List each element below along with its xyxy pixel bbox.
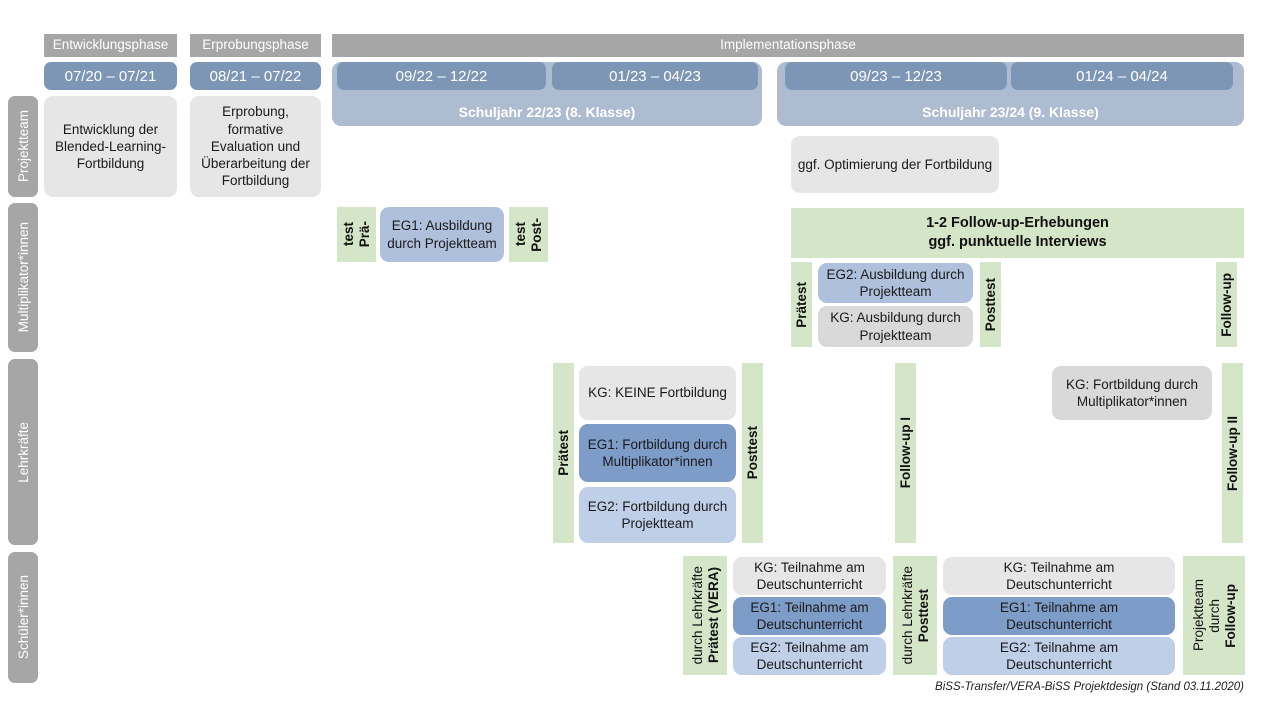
lane-label-lehrkraefte-text: Lehrkräfte xyxy=(15,421,31,483)
lane-label-schuelerinnen: Schüler*innen xyxy=(8,552,38,683)
lehrkraefte-eg1-box: EG1: Fortbildung durch Multiplikator*inn… xyxy=(579,424,736,482)
multiplikatoren-posttest-line2: test xyxy=(513,222,528,247)
schueler-eg2-box-1: EG2: Teilnahme am Deutschunterricht xyxy=(733,637,886,675)
period-07-20-07-21: 07/20 – 07/21 xyxy=(44,62,177,90)
lane-label-lehrkraefte: Lehrkräfte xyxy=(8,359,38,545)
schueler-praetest-column: Prätest (VERA) durch Lehrkräfte xyxy=(683,556,727,675)
projektteam-erprobung-box: Erprobung, formative Evaluation und Über… xyxy=(190,96,321,197)
multiplikatoren-followup-text: Follow-up xyxy=(1219,272,1234,337)
schueler-followup-main-text: Follow-up xyxy=(1222,583,1238,648)
lehrkraefte-followup1-text: Follow-up I xyxy=(898,417,913,489)
period-08-21-07-22: 08/21 – 07/22 xyxy=(190,62,321,90)
lehrkraefte-kg-keine-box: KG: KEINE Fortbildung xyxy=(579,366,736,420)
schueler-eg2-box-2: EG2: Teilnahme am Deutschunterricht xyxy=(943,637,1175,675)
multiplikatoren-posttest-2023-column: Posttest xyxy=(980,262,1001,347)
lane-label-multiplikatorinnen: Multiplikator*innen xyxy=(8,203,38,352)
phase-header-entwicklungsphase: Entwicklungsphase xyxy=(44,34,177,57)
period-09-22-12-22: 09/22 – 12/22 xyxy=(337,62,546,90)
schueler-kg-box-2: KG: Teilnahme am Deutschunterricht xyxy=(943,557,1175,595)
schueler-posttest-sub-text: durch Lehrkräfte xyxy=(899,566,915,665)
multiplikatoren-followup-column: Follow-up xyxy=(1216,262,1237,347)
schueler-followup-sub2-text: Projektteam xyxy=(1190,579,1206,652)
lane-label-projektteam-text: Projektteam xyxy=(15,110,31,183)
schueler-eg1-box-1: EG1: Teilnahme am Deutschunterricht xyxy=(733,597,886,635)
period-01-23-04-23: 01/23 – 04/23 xyxy=(552,62,758,90)
period-09-23-12-23: 09/23 – 12/23 xyxy=(785,62,1007,90)
lehrkraefte-praetest-column: Prätest xyxy=(553,363,574,543)
footer-source-note: BiSS-Transfer/VERA-BiSS Projektdesign (S… xyxy=(935,681,1244,693)
lehrkraefte-praetest-text: Prätest xyxy=(556,430,571,476)
schueler-posttest-main-text: Posttest xyxy=(915,588,931,643)
phase-header-implementationsphase: Implementationsphase xyxy=(332,34,1244,57)
phase-header-erprobungsphase: Erprobungsphase xyxy=(190,34,321,57)
projektteam-entwicklung-box: Entwicklung der Blended-Learning-Fortbil… xyxy=(44,96,177,197)
projektteam-optimierung-box: ggf. Optimierung der Fortbildung xyxy=(791,136,999,193)
lehrkraefte-followup2-column: Follow-up II xyxy=(1222,363,1243,543)
schueler-kg-box-1: KG: Teilnahme am Deutschunterricht xyxy=(733,557,886,595)
lehrkraefte-posttest-column: Posttest xyxy=(742,363,763,543)
followup-banner-line-1: 1-2 Follow-up-Erhebungen xyxy=(926,215,1109,232)
period-01-24-04-24: 01/24 – 04/24 xyxy=(1011,62,1233,90)
multiplikatoren-praetest-column: Prä- test xyxy=(337,207,376,262)
multiplikatoren-kg-box: KG: Ausbildung durch Projektteam xyxy=(818,306,973,347)
multiplikatoren-posttest-2023-text: Posttest xyxy=(983,277,998,332)
multiplikatoren-posttest-column: Post- test xyxy=(509,207,548,262)
lane-label-projektteam: Projektteam xyxy=(8,96,38,197)
multiplikatoren-followup-banner: 1-2 Follow-up-Erhebungen ggf. punktuelle… xyxy=(791,208,1244,258)
lehrkraefte-followup2-text: Follow-up II xyxy=(1225,415,1240,491)
multiplikatoren-praetest-line2: test xyxy=(341,222,356,247)
multiplikatoren-eg2-box: EG2: Ausbildung durch Projektteam xyxy=(818,263,973,303)
lehrkraefte-kg-fortbildung-box: KG: Fortbildung durch Multiplikator*inne… xyxy=(1052,366,1212,420)
multiplikatoren-praetest-2023-text: Prätest xyxy=(794,281,809,328)
schueler-praetest-sub-text: durch Lehrkräfte xyxy=(689,566,705,665)
lehrkraefte-eg2-box: EG2: Fortbildung durch Projektteam xyxy=(579,487,736,543)
lane-label-multiplikatorinnen-text: Multiplikator*innen xyxy=(15,222,31,333)
multiplikatoren-praetest-line1: Prä- xyxy=(357,221,372,248)
multiplikatoren-posttest-line1: Post- xyxy=(529,217,544,252)
lehrkraefte-followup1-column: Follow-up I xyxy=(895,363,916,543)
schueler-praetest-main-text: Prätest (VERA) xyxy=(705,567,721,664)
lane-label-schuelerinnen-text: Schüler*innen xyxy=(15,575,31,660)
lehrkraefte-posttest-text: Posttest xyxy=(745,426,760,480)
schueler-posttest-column: Posttest durch Lehrkräfte xyxy=(893,556,937,675)
followup-banner-line-2: ggf. punktuelle Interviews xyxy=(928,234,1107,250)
schueler-eg1-box-2: EG1: Teilnahme am Deutschunterricht xyxy=(943,597,1175,635)
multiplikatoren-praetest-2023-column: Prätest xyxy=(791,262,812,347)
schueler-followup-sub1-text: durch xyxy=(1206,598,1222,633)
multiplikatoren-eg1-box: EG1: Ausbildung durch Projektteam xyxy=(380,207,504,262)
schueler-followup-column: Follow-up durch Projektteam xyxy=(1183,556,1245,675)
